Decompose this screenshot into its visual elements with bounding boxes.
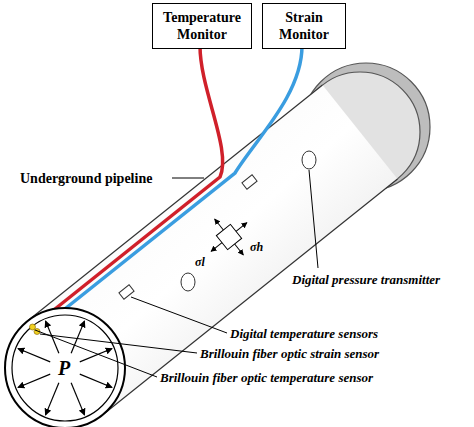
monitor-label: Strain Monitor bbox=[263, 6, 345, 46]
temperature-sensor bbox=[242, 175, 257, 189]
pressure-arrow bbox=[18, 348, 50, 361]
callout-label: Brillouin fiber optic strain sensor bbox=[200, 346, 379, 362]
pipe-inner-wall bbox=[12, 315, 118, 421]
monitor-box: Strain Monitor bbox=[262, 3, 346, 49]
pressure-arrows bbox=[18, 321, 112, 415]
pressure-symbol: P bbox=[58, 357, 70, 380]
stress-symbol: σh bbox=[250, 240, 263, 255]
pressure-transmitter bbox=[181, 273, 195, 291]
pressure-arrow bbox=[80, 374, 112, 387]
pipe-front-end bbox=[5, 308, 125, 427]
temperature-cable bbox=[33, 46, 223, 327]
leader-line bbox=[172, 178, 204, 179]
monitor-label: Temperature Monitor bbox=[153, 6, 251, 46]
pipe-edge bbox=[103, 179, 398, 415]
pressure-transmitter bbox=[302, 151, 316, 169]
fiber-end bbox=[30, 324, 36, 330]
monitor-box: Temperature Monitor bbox=[152, 3, 252, 49]
strain-cable bbox=[36, 46, 302, 332]
pressure-arrow bbox=[71, 383, 84, 415]
leader-line bbox=[131, 297, 227, 333]
pressure-arrow bbox=[45, 383, 58, 415]
stress-element bbox=[197, 205, 262, 270]
stress-symbol: σl bbox=[195, 255, 205, 270]
pressure-arrow bbox=[18, 374, 50, 387]
pressure-arrow bbox=[80, 348, 112, 361]
callout-label: Digital pressure transmitter bbox=[292, 272, 440, 288]
callout-label: Digital temperature sensors bbox=[230, 326, 378, 342]
leader-line bbox=[309, 170, 318, 268]
part-label: Underground pipeline bbox=[20, 170, 152, 187]
leader-line bbox=[35, 330, 157, 377]
callout-label: Brillouin fiber optic temperature sensor bbox=[160, 370, 373, 386]
pipe-edge bbox=[28, 85, 323, 321]
leader-line bbox=[40, 334, 197, 353]
